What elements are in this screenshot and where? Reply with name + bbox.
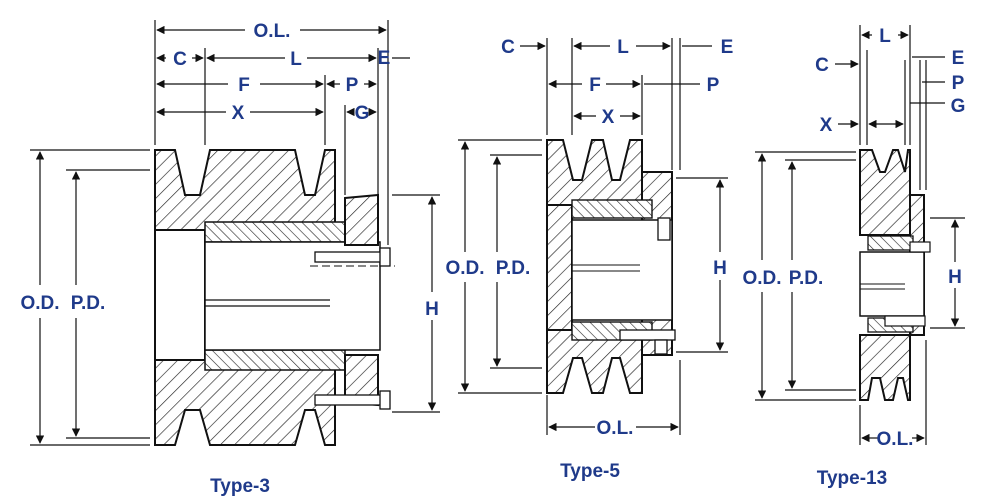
type-13-pd-label: P.D. xyxy=(789,268,824,289)
type-3-p-label: P xyxy=(346,75,359,96)
type-5-f-label: F xyxy=(589,75,601,96)
type-13-g-label: G xyxy=(951,96,966,117)
type-13-caption: Type-13 xyxy=(817,468,887,489)
type-5-l-label: L xyxy=(617,37,629,58)
type-13-x-label: X xyxy=(820,115,833,136)
type-5-drawing: C L E F P X O.D. P.D. H xyxy=(445,37,733,482)
type-5-h-label: H xyxy=(713,258,727,279)
type-5-pd-label: P.D. xyxy=(496,258,531,279)
type-3-h-label: H xyxy=(425,299,439,320)
type-13-e-label: E xyxy=(952,48,965,69)
type-5-x-label: X xyxy=(602,107,615,128)
type-13-ol-label: O.L. xyxy=(877,429,914,450)
type-3-l-label: L xyxy=(290,49,302,70)
type-3-drawing: O.L. C L E F P X G O.D. xyxy=(20,20,440,497)
type-5-p-label: P xyxy=(707,75,720,96)
type-3-e-label: E xyxy=(378,48,391,69)
type-5-e-label: E xyxy=(721,37,734,58)
type-3-x-label: X xyxy=(232,103,245,124)
type-5-caption: Type-5 xyxy=(560,461,620,482)
type-3-caption: Type-3 xyxy=(210,476,270,497)
type-3-f-label: F xyxy=(238,75,250,96)
type-3-pd-label: P.D. xyxy=(71,293,106,314)
type-13-drawing: L C E P G X O.D. P.D. H xyxy=(742,25,965,489)
type-5-c-label: C xyxy=(501,37,515,58)
type-3-ol-label: O.L. xyxy=(254,21,291,42)
type-13-od-label: O.D. xyxy=(742,268,781,289)
type-3-g-label: G xyxy=(355,103,370,124)
type-5-ol-label: O.L. xyxy=(597,418,634,439)
type-13-p-label: P xyxy=(952,73,965,94)
type-5-od-label: O.D. xyxy=(445,258,484,279)
type-13-l-label: L xyxy=(879,26,891,47)
type-3-od-label: O.D. xyxy=(20,293,59,314)
type-3-c-label: C xyxy=(173,49,187,70)
type-13-h-label: H xyxy=(948,267,962,288)
type-13-c-label: C xyxy=(815,55,829,76)
